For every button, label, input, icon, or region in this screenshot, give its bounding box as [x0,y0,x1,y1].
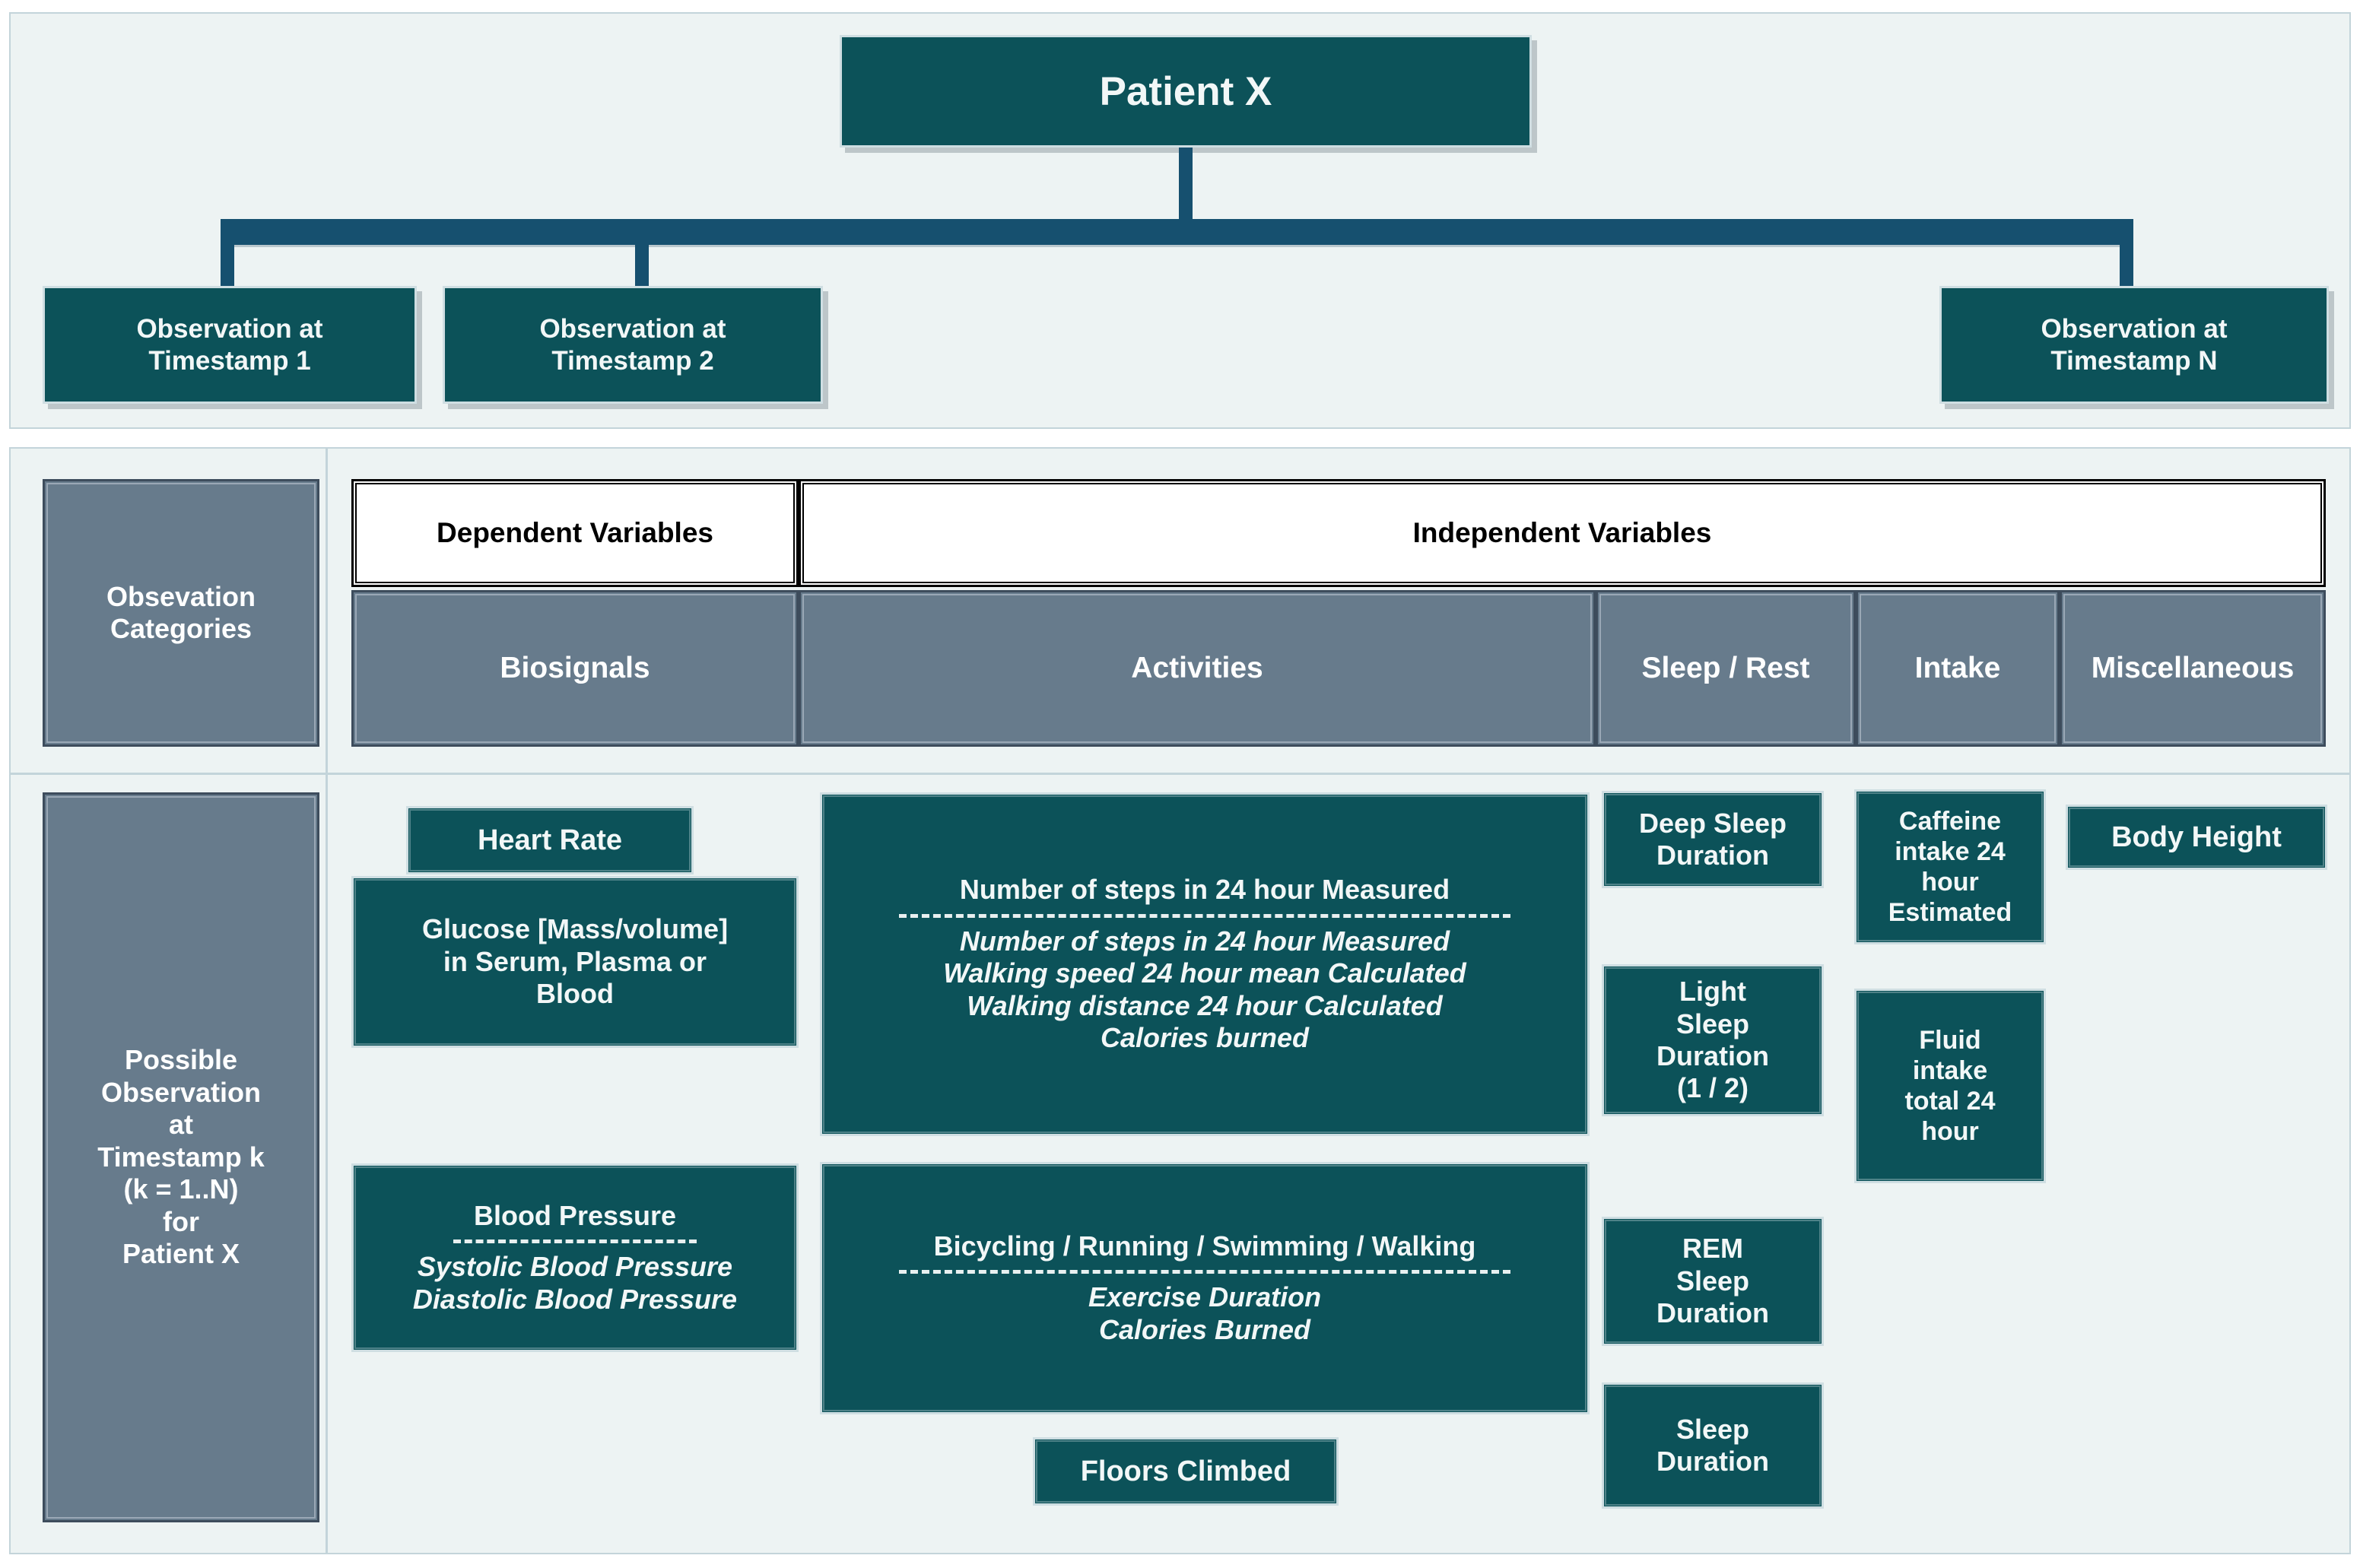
item-light-sleep-line4: (1 / 2) [1676,1072,1749,1104]
item-steps-sub4: Calories burned [1100,1022,1310,1054]
item-steps-group[interactable]: Number of steps in 24 hour Measured Numb… [820,792,1590,1136]
item-glucose[interactable]: Glucose [Mass/volume] in Serum, Plasma o… [351,876,799,1048]
exercise-divider [898,1270,1511,1274]
item-blood-pressure-title: Blood Pressure [473,1199,677,1231]
item-rem-sleep-line1: REM [1682,1233,1743,1265]
node-observation-timestamp-n[interactable]: Observation at Timestamp N [1939,286,2329,404]
item-heart-rate-label: Heart Rate [477,824,623,856]
matrix-column-divider [326,449,328,1553]
header-dependent-variables: Dependent Variables [351,479,799,587]
item-fluid-intake[interactable]: Fluid intake total 24 hour [1854,989,2046,1183]
row-label-obs-line7: Patient X [122,1238,240,1270]
item-light-sleep-line3: Duration [1656,1040,1769,1071]
node-observation-n-line1: Observation at [2041,314,2228,344]
item-rem-sleep-line2: Sleep [1676,1265,1750,1297]
item-exercise-calories: Calories Burned [1098,1313,1311,1345]
item-caffeine-line1: Caffeine [1898,806,2002,836]
item-systolic-blood-pressure: Systolic Blood Pressure [417,1251,733,1283]
node-observation-timestamp-2[interactable]: Observation at Timestamp 2 [443,286,823,404]
category-header-activities-label: Activities [1131,652,1263,684]
header-dependent-variables-label: Dependent Variables [437,517,713,548]
item-floors-climbed-label: Floors Climbed [1080,1455,1291,1487]
header-independent-variables: Independent Variables [799,479,2326,587]
item-rem-sleep-duration[interactable]: REM Sleep Duration [1602,1217,1824,1346]
item-glucose-line3: Blood [536,978,614,1010]
blood-pressure-divider [453,1239,697,1244]
item-light-sleep-line1: Light [1679,976,1746,1008]
steps-divider [898,913,1511,918]
category-header-activities: Activities [799,590,1596,747]
row-label-categories-line2: Categories [110,613,253,644]
category-header-miscellaneous-label: Miscellaneous [2091,652,2295,684]
item-caffeine-line4: Estimated [1888,898,2012,928]
category-header-miscellaneous: Miscellaneous [2060,590,2326,747]
item-diastolic-blood-pressure: Diastolic Blood Pressure [412,1283,738,1315]
item-heart-rate[interactable]: Heart Rate [406,806,694,874]
node-observation-2-line2: Timestamp 2 [551,345,714,376]
item-body-height-label: Body Height [2111,821,2282,853]
node-observation-1-line1: Observation at [136,314,323,344]
item-sleep-duration[interactable]: Sleep Duration [1602,1382,1824,1509]
item-exercise-title: Bicycling / Running / Swimming / Walking [933,1230,1476,1262]
item-fluid-line2: intake [1912,1055,1988,1085]
item-light-sleep-line2: Sleep [1676,1008,1750,1040]
row-label-categories-line1: Obsevation [106,580,256,612]
item-caffeine-intake[interactable]: Caffeine intake 24 hour Estimated [1854,789,2046,944]
connector-root-stem [1179,148,1193,224]
category-header-biosignals-label: Biosignals [500,652,650,684]
node-observation-2-line1: Observation at [539,314,726,344]
row-label-obs-line1: Possible [124,1044,238,1076]
item-exercise-group[interactable]: Bicycling / Running / Swimming / Walking… [820,1162,1590,1414]
item-exercise-duration: Exercise Duration [1088,1281,1322,1313]
item-fluid-line1: Fluid [1919,1025,1981,1055]
connector-drop-1 [221,236,234,297]
item-floors-climbed[interactable]: Floors Climbed [1033,1437,1339,1506]
item-fluid-line4: hour [1921,1117,1979,1147]
item-fluid-line3: total 24 [1904,1087,1996,1116]
row-label-obs-line3: at [168,1109,193,1141]
node-observation-n-line2: Timestamp N [2050,345,2218,376]
row-label-obs-line2: Observation [100,1076,262,1108]
connector-drop-n [2120,236,2133,297]
connector-drop-2 [635,236,649,297]
row-label-obs-line6: for [163,1205,199,1237]
item-glucose-line2: in Serum, Plasma or [443,945,707,977]
item-sleep-duration-line2: Duration [1656,1446,1769,1477]
item-deep-sleep-line1: Deep Sleep [1638,807,1787,839]
connector-horizontal-bus [221,219,2133,245]
header-independent-variables-label: Independent Variables [1412,517,1712,548]
item-steps-sub1: Number of steps in 24 hour Measured [959,925,1450,957]
item-caffeine-line3: hour [1921,868,1979,897]
item-light-sleep-duration[interactable]: Light Sleep Duration (1 / 2) [1602,964,1824,1116]
item-glucose-line1: Glucose [Mass/volume] [421,913,729,945]
category-header-biosignals: Biosignals [351,590,799,747]
node-patient-x[interactable]: Patient X [840,35,1532,148]
item-deep-sleep-duration[interactable]: Deep Sleep Duration [1602,791,1824,888]
category-header-sleep-rest-label: Sleep / Rest [1641,652,1810,684]
row-label-observation-categories: Obsevation Categories [43,479,319,747]
item-blood-pressure[interactable]: Blood Pressure Systolic Blood Pressure D… [351,1163,799,1352]
item-caffeine-line2: intake 24 [1895,836,2006,866]
row-label-possible-observations: Possible Observation at Timestamp k (k =… [43,792,319,1522]
item-steps-title: Number of steps in 24 hour Measured [959,874,1450,906]
node-observation-1-line2: Timestamp 1 [148,345,311,376]
item-sleep-duration-line1: Sleep [1676,1413,1750,1445]
category-header-intake: Intake [1856,590,2060,747]
row-label-obs-line4: Timestamp k [97,1141,265,1173]
item-steps-sub3: Walking distance 24 hour Calculated [967,989,1443,1021]
row-label-obs-line5: (k = 1..N) [123,1173,239,1205]
item-body-height[interactable]: Body Height [2066,805,2327,870]
category-header-intake-label: Intake [1914,652,2001,684]
item-rem-sleep-line3: Duration [1656,1297,1769,1329]
node-patient-x-label: Patient X [1099,68,1272,114]
item-steps-sub2: Walking speed 24 hour mean Calculated [943,957,1466,989]
matrix-row-divider [11,773,2349,775]
category-header-sleep-rest: Sleep / Rest [1596,590,1856,747]
node-observation-timestamp-1[interactable]: Observation at Timestamp 1 [43,286,417,404]
item-deep-sleep-line2: Duration [1656,840,1769,871]
